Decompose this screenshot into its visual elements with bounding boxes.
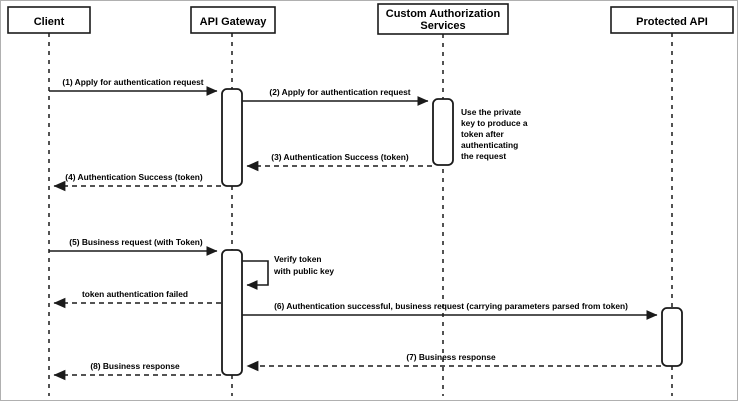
participant-box-api-gateway[interactable] (190, 6, 276, 34)
message-2-label: (2) Apply for authentication request (269, 87, 410, 97)
message-token-authentication-failed[interactable]: token authentication failed (53, 289, 221, 309)
message-2-apply-for-authentication-request[interactable]: (2) Apply for authentication request (242, 87, 429, 106)
activation-protected-api[interactable] (661, 307, 683, 367)
participant-box-protected-api[interactable] (610, 6, 734, 34)
note-private-key-line-2: key to produce a (461, 118, 528, 128)
note-private-key-line-3: token after (461, 129, 505, 139)
message-8-label: (8) Business response (90, 361, 180, 371)
message-4-authentication-success-token[interactable]: (4) Authentication Success (token) (53, 172, 221, 192)
message-verify-token-arrow (242, 260, 269, 290)
message-verify-token-label-line2: with public key (273, 266, 334, 276)
activation-custom-authorization-services[interactable] (432, 98, 454, 166)
participant-client[interactable]: Client (7, 6, 91, 34)
participant-protected-api[interactable]: Protected API (610, 6, 734, 34)
participant-label-client: Client (34, 16, 65, 28)
message-7-label: (7) Business response (406, 352, 496, 362)
message-token-authentication-failed-label: token authentication failed (82, 289, 188, 299)
note-private-key: Use the private key to produce a token a… (461, 107, 528, 161)
message-6-authentication-successful-business-request[interactable]: (6) Authentication successful, business … (242, 301, 658, 320)
message-8-business-response[interactable]: (8) Business response (53, 361, 221, 381)
message-7-business-response[interactable]: (7) Business response (246, 352, 661, 372)
message-1-apply-for-authentication-request[interactable]: (1) Apply for authentication request (49, 77, 218, 96)
note-private-key-line-1: Use the private (461, 107, 521, 117)
participant-custom-authorization-services[interactable]: Custom Authorization Services (377, 3, 509, 35)
message-5-label: (5) Business request (with Token) (69, 237, 203, 247)
lifelines-group (48, 33, 673, 396)
activation-api-gateway-business[interactable] (221, 249, 243, 376)
message-5-business-request-with-token[interactable]: (5) Business request (with Token) (49, 237, 218, 256)
message-6-label: (6) Authentication successful, business … (274, 301, 628, 311)
participant-box-custom-authorization-services[interactable] (377, 3, 509, 35)
note-private-key-line-4: authenticating (461, 140, 518, 150)
activations-group (221, 88, 683, 376)
participant-api-gateway[interactable]: API Gateway (190, 6, 276, 34)
participant-box-client[interactable] (7, 6, 91, 34)
participant-label-custom-authorization-services-line2: Services (420, 20, 465, 32)
participant-label-api-gateway: API Gateway (200, 16, 268, 28)
message-1-label: (1) Apply for authentication request (62, 77, 203, 87)
participant-label-protected-api: Protected API (636, 16, 708, 28)
message-4-label: (4) Authentication Success (token) (65, 172, 203, 182)
message-3-authentication-success-token[interactable]: (3) Authentication Success (token) (246, 152, 432, 172)
participant-label-custom-authorization-services-line1: Custom Authorization (386, 8, 501, 20)
activation-api-gateway-auth[interactable] (221, 88, 243, 187)
message-verify-token-self-loop[interactable]: Verify token with public key (242, 254, 334, 290)
note-private-key-line-5: the request (461, 151, 506, 161)
message-verify-token-label-line1: Verify token (274, 254, 321, 264)
message-3-label: (3) Authentication Success (token) (271, 152, 409, 162)
